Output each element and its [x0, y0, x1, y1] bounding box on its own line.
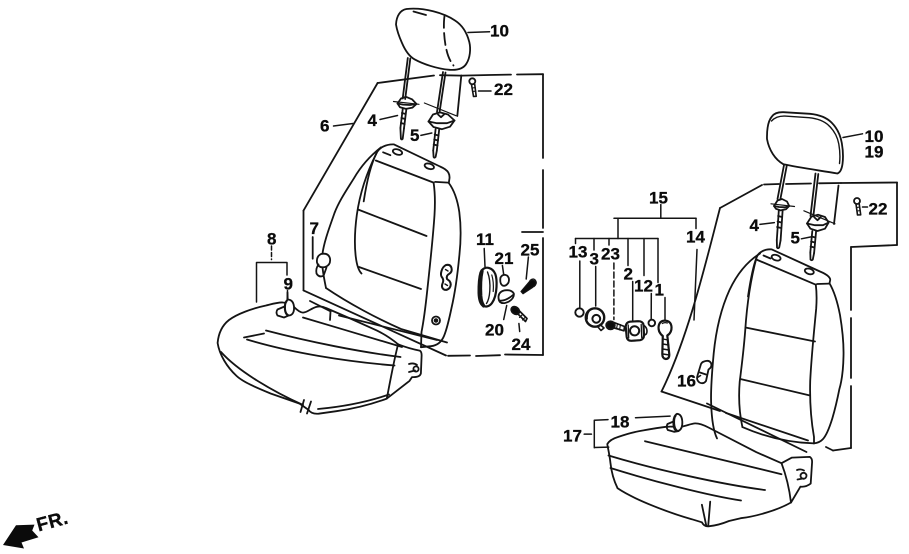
- svg-text:5: 5: [791, 229, 800, 248]
- svg-text:4: 4: [368, 111, 378, 130]
- svg-text:17: 17: [563, 427, 582, 446]
- svg-text:5: 5: [410, 126, 419, 145]
- svg-text:21: 21: [495, 249, 514, 268]
- svg-text:23: 23: [601, 245, 620, 264]
- svg-text:4: 4: [750, 216, 760, 235]
- svg-text:18: 18: [611, 413, 630, 432]
- svg-text:22: 22: [494, 80, 513, 99]
- svg-text:3: 3: [590, 250, 599, 269]
- svg-text:10: 10: [865, 127, 884, 146]
- svg-text:14: 14: [686, 228, 705, 247]
- svg-text:16: 16: [677, 372, 696, 391]
- svg-text:11: 11: [476, 230, 494, 249]
- svg-text:22: 22: [869, 200, 888, 219]
- svg-text:8: 8: [267, 230, 276, 249]
- svg-text:7: 7: [310, 219, 319, 238]
- svg-text:10: 10: [490, 22, 509, 41]
- svg-text:19: 19: [865, 143, 884, 162]
- svg-text:12: 12: [634, 277, 653, 296]
- svg-text:2: 2: [624, 265, 633, 284]
- svg-text:13: 13: [569, 243, 588, 262]
- svg-text:15: 15: [649, 189, 668, 208]
- svg-text:6: 6: [320, 117, 329, 136]
- svg-text:9: 9: [284, 275, 293, 294]
- svg-text:24: 24: [512, 335, 531, 354]
- svg-text:1: 1: [655, 281, 664, 300]
- svg-text:FR.: FR.: [34, 508, 70, 537]
- svg-text:20: 20: [485, 321, 504, 340]
- svg-text:25: 25: [521, 241, 540, 260]
